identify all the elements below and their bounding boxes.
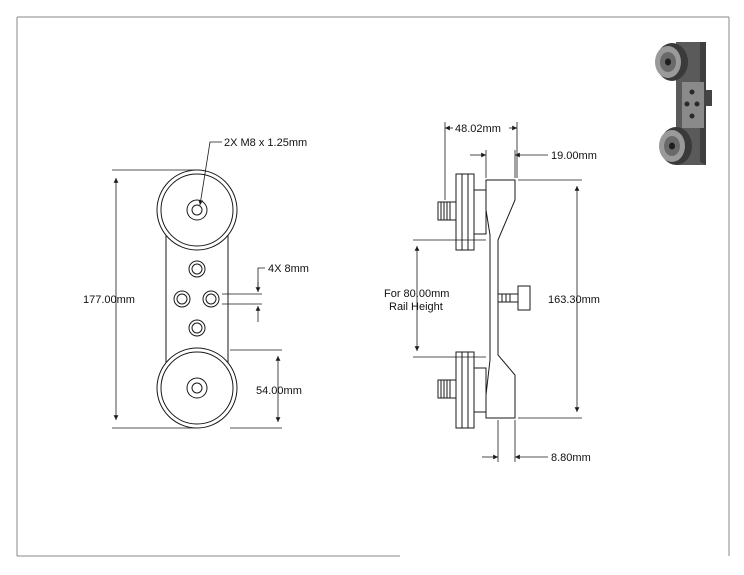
front-top-wheel-rim: [160, 173, 234, 247]
side-view: [437, 173, 531, 429]
side-plate: [485, 179, 516, 419]
rail-note-line1: For 80.00mm: [384, 288, 449, 300]
front-top-wheel-outer: [156, 169, 238, 251]
overall-depth-label: 48.02mm: [455, 123, 501, 135]
side-dimensions: [413, 122, 582, 462]
plate-thickness-label: 8.80mm: [551, 452, 591, 464]
rail-note-line2: Rail Height: [389, 301, 443, 313]
thread-callout: 2X M8 x 1.25mm: [224, 137, 307, 149]
side-bolt: [497, 293, 521, 303]
overall-height-label: 177.00mm: [83, 294, 135, 306]
front-view: [156, 169, 238, 429]
front-bottom-wheel-outer: [156, 347, 238, 429]
side-top-wheel: [455, 173, 475, 251]
wheel-offset-label: 19.00mm: [551, 150, 597, 162]
plate-height-label: 163.30mm: [548, 294, 600, 306]
sheet-frame: [16, 16, 730, 557]
front-bottom-wheel-rim: [160, 351, 234, 425]
front-dimensions: [112, 141, 282, 429]
isometric-render: [655, 42, 712, 165]
wheel-diameter-label: 54.00mm: [256, 385, 302, 397]
side-bottom-wheel: [455, 351, 475, 429]
mounting-holes: [173, 260, 220, 337]
hole-callout: 4X 8mm: [268, 263, 309, 275]
